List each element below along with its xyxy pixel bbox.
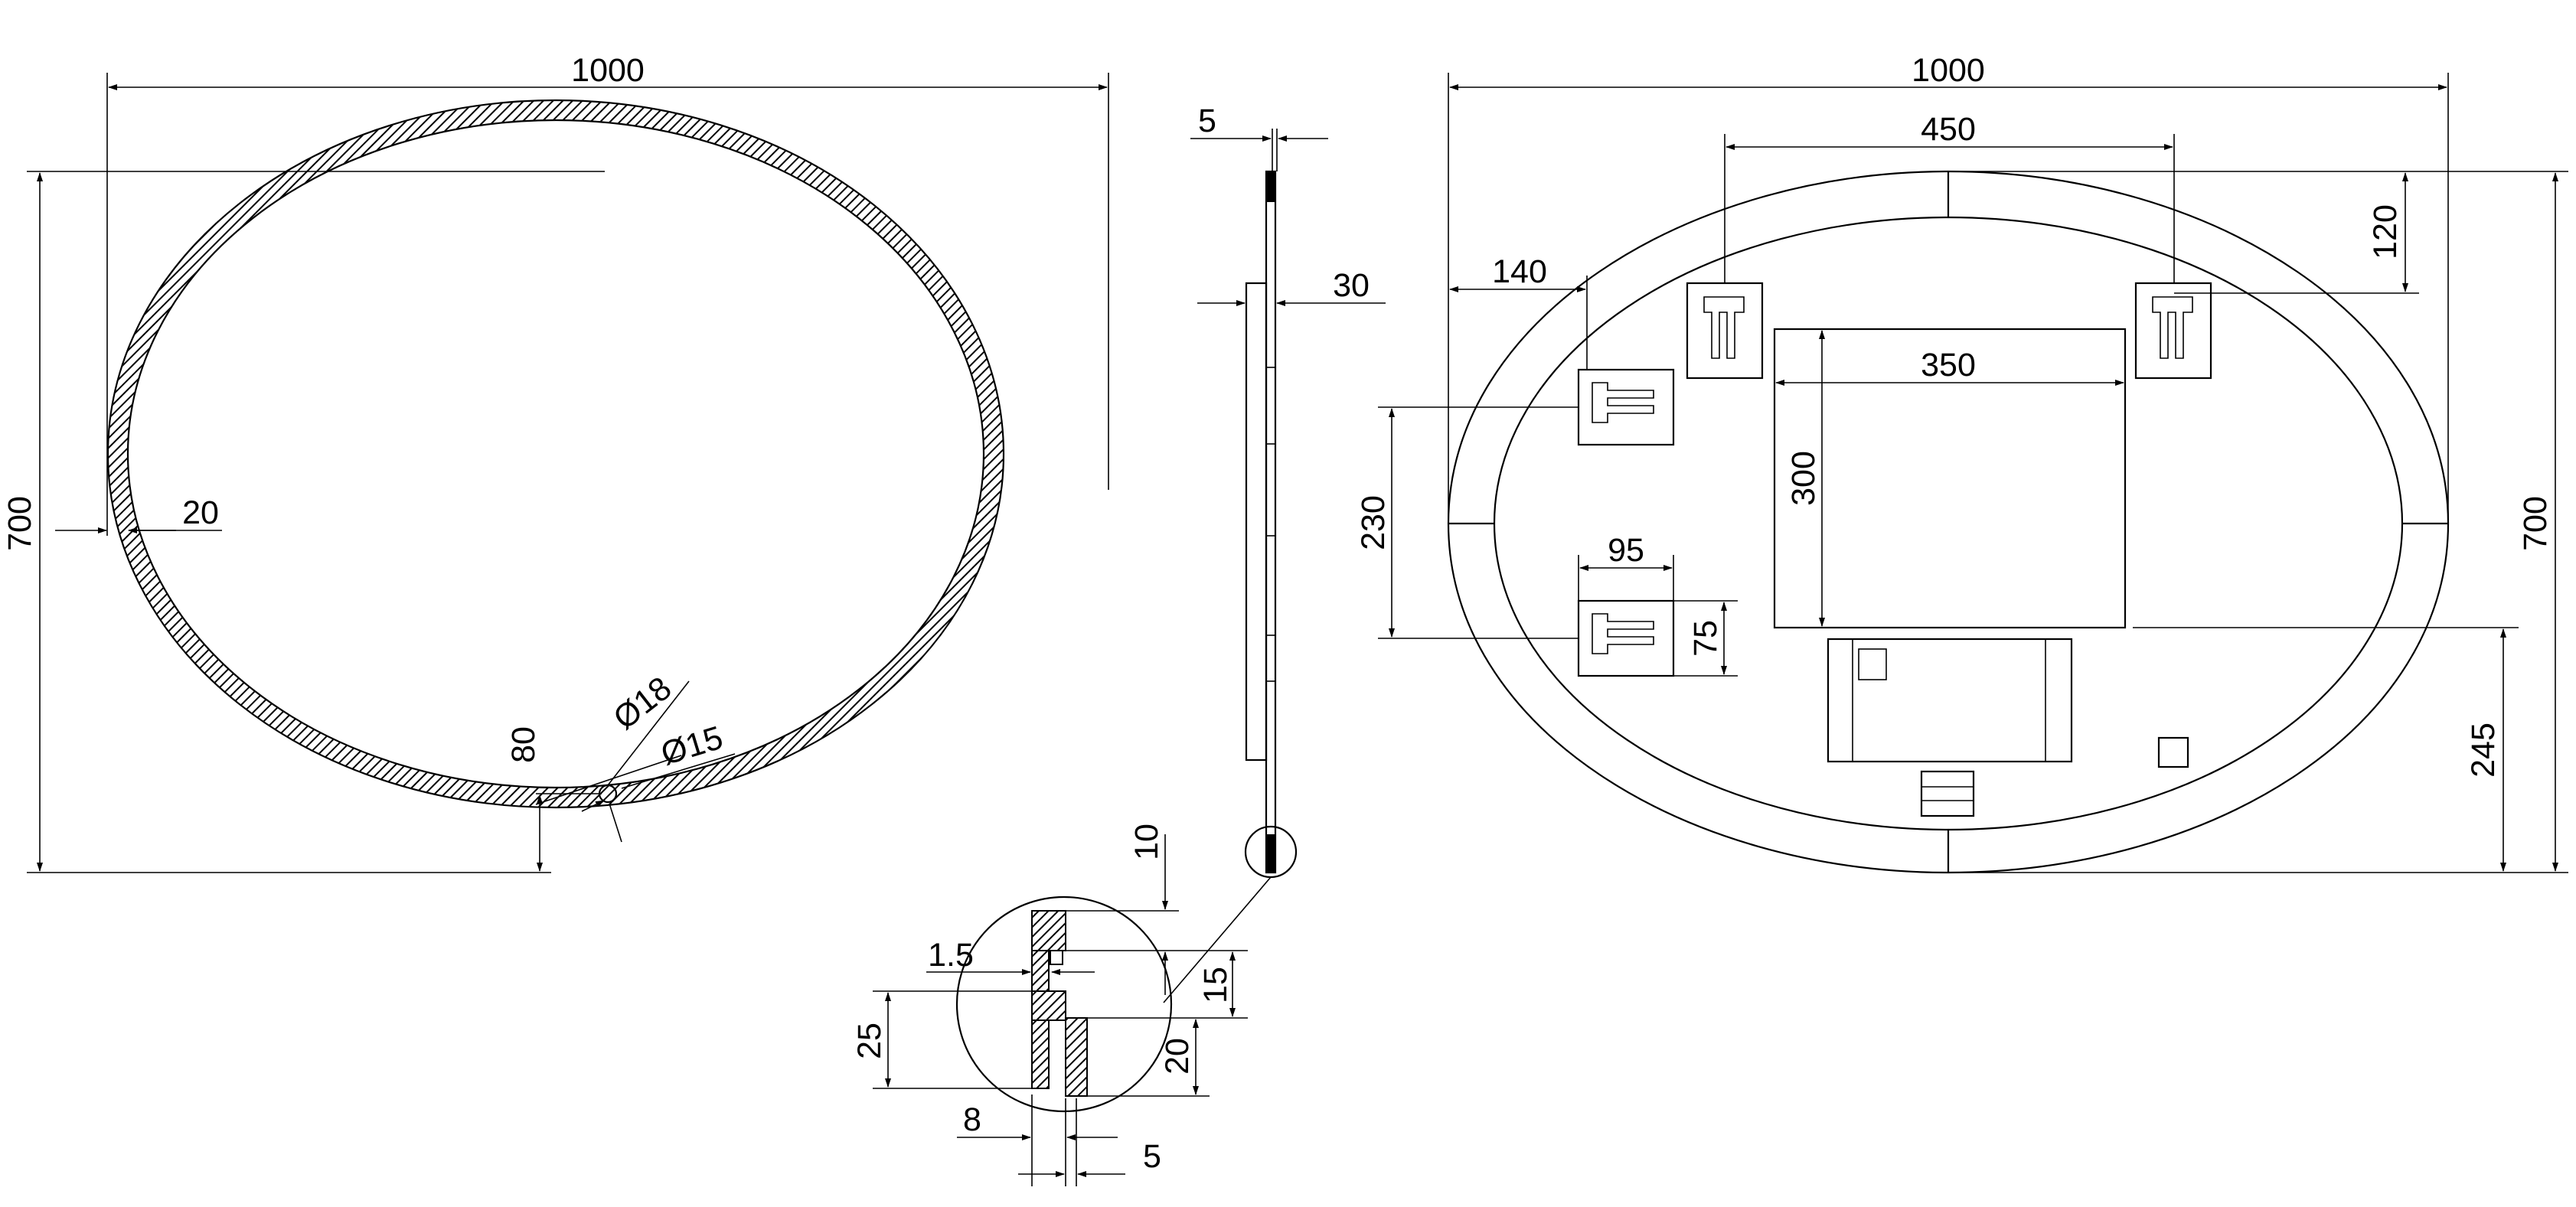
- back-height-label: 700: [2517, 496, 2554, 551]
- side-top-label: 5: [1198, 103, 1216, 139]
- back-outer-outline: [1447, 170, 2450, 874]
- front-view: 1000 700 20 Ø18 Ø15 80: [2, 52, 1109, 873]
- front-mirror-inner: [126, 119, 985, 789]
- bracket-middle-left: [1577, 368, 1675, 446]
- back-width-label: 1000: [1912, 52, 1985, 89]
- back-bracket-95-label: 95: [1608, 532, 1644, 569]
- back-box-height-label: 300: [1785, 451, 1822, 506]
- back-mount-box: [1773, 328, 2127, 629]
- detail-8-label: 8: [963, 1101, 981, 1138]
- side-depth-label: 30: [1333, 267, 1370, 304]
- back-inner-outline: [1493, 216, 2404, 831]
- bracket-lower-left: [1577, 599, 1675, 677]
- back-245-label: 245: [2465, 723, 2502, 778]
- side-view: 5 30: [1163, 103, 1386, 1003]
- side-cabinet: [1245, 282, 1268, 762]
- back-left-140-label: 140: [1492, 253, 1547, 290]
- back-230-label: 230: [1355, 495, 1392, 550]
- frame-width-label: 20: [182, 494, 219, 531]
- hole-height-label: 80: [505, 726, 542, 763]
- front-width-label: 1000: [571, 52, 645, 89]
- detail-15-label: 15: [1197, 967, 1234, 1003]
- back-view: 1000 450 120 140 350 300 230 95 75 700 2…: [1355, 52, 2568, 874]
- hanger-top-left: [1686, 282, 1764, 380]
- back-top-120-label: 120: [2367, 204, 2404, 259]
- detail-5-label: 5: [1143, 1138, 1161, 1175]
- hanger-top-right: [2134, 282, 2212, 380]
- side-glass: [1265, 170, 1277, 874]
- detail-10-label: 10: [1128, 824, 1165, 860]
- detail-view: 10 1.5 15 25 20 8 5: [851, 824, 1248, 1186]
- detail-20-label: 20: [1159, 1038, 1196, 1075]
- back-sensor: [2157, 736, 2189, 768]
- detail-25-label: 25: [851, 1023, 888, 1059]
- front-height-label: 700: [2, 496, 38, 551]
- detail-1-5-label: 1.5: [928, 937, 974, 974]
- back-hanger-span-label: 450: [1921, 111, 1976, 148]
- detail-circle: [955, 895, 1173, 1113]
- back-bracket-75-label: 75: [1687, 620, 1724, 657]
- back-driver-box: [1827, 638, 2073, 763]
- back-connector: [1920, 770, 1975, 817]
- back-box-width-label: 350: [1921, 347, 1976, 383]
